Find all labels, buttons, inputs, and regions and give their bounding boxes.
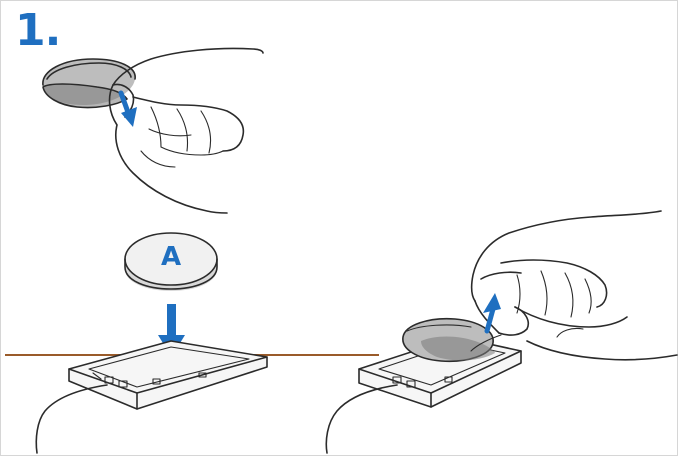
arrow-up-icon: [483, 293, 501, 334]
mounting-plate-left: [68, 340, 268, 410]
step-number: 1.: [15, 5, 61, 56]
disc-face: [125, 233, 217, 285]
peel-sticker-hand: [42, 47, 264, 214]
disc-label: A: [161, 242, 181, 272]
arrow-down-icon: [118, 90, 137, 127]
sticker-liner: [43, 84, 127, 108]
press-sticker-hand: [470, 210, 678, 361]
cable-wire-right: [325, 384, 398, 454]
adhesive-disc-a: A: [124, 232, 218, 291]
cable-wire-left: [35, 384, 108, 454]
sticker-on-plate: [402, 317, 495, 363]
